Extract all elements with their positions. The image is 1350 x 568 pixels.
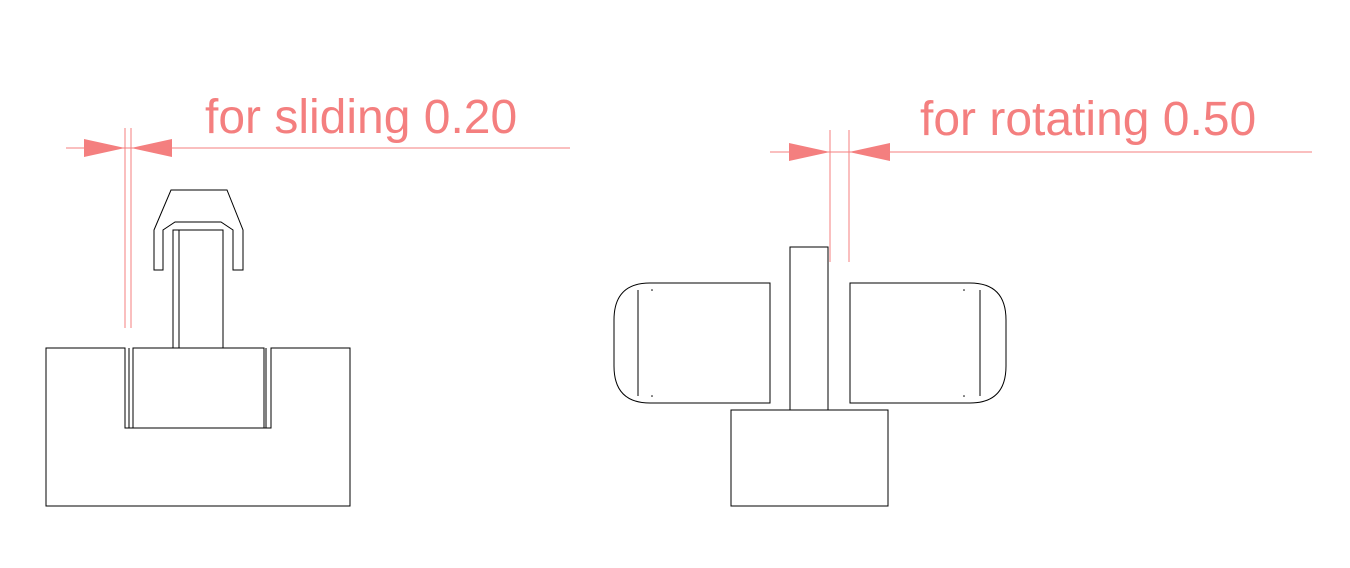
sliding-label: for sliding 0.20 [205, 91, 517, 144]
rotating-dimension: for rotating 0.50 [770, 93, 1312, 262]
sliding-diagram: for sliding 0.20 [45, 91, 570, 507]
sliding-block [132, 347, 265, 429]
sliding-arrow-left [84, 139, 125, 157]
rotating-arrow-right [849, 143, 890, 161]
sliding-base [45, 347, 351, 507]
sliding-stem [172, 229, 224, 349]
rotating-part [613, 246, 1007, 507]
rotating-rotor-right [849, 282, 1007, 404]
sliding-part [45, 189, 351, 507]
rotating-label: for rotating 0.50 [920, 93, 1256, 146]
sliding-arrow-right [131, 139, 172, 157]
rotating-rotor-left [613, 282, 771, 404]
rotating-base [730, 409, 889, 507]
rotating-shaft [789, 246, 829, 411]
sliding-cap [153, 189, 244, 271]
rotating-diagram: for rotating 0.50 [613, 93, 1312, 507]
sliding-dimension: for sliding 0.20 [66, 91, 570, 328]
rotating-arrow-left [789, 143, 830, 161]
